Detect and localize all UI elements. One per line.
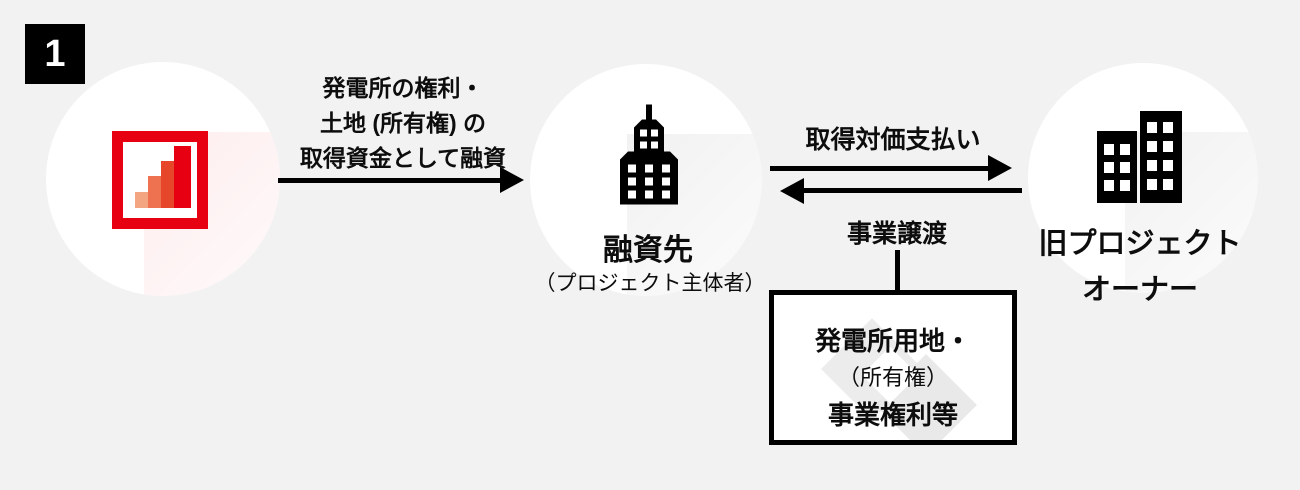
logo-bar-4: [174, 146, 191, 208]
loan-label-line2: 土地 (所有権) の: [319, 110, 487, 136]
step-number: 1: [44, 32, 66, 75]
step-number-badge: 1: [25, 24, 85, 84]
loan-label-line1: 発電所の権利・: [322, 75, 484, 101]
borrower-subtitle: （プロジェクト主体者）: [534, 272, 766, 295]
payment-arrow-line: [770, 166, 990, 171]
transfer-to-box-connector: [895, 250, 900, 292]
loan-arrow-line: [278, 178, 502, 183]
loan-arrow-label: 発電所の権利・ 土地 (所有権) の 取得資金として融資: [283, 71, 523, 176]
bar-chart-logo-inner: [123, 142, 197, 218]
loan-label-line3: 取得資金として融資: [299, 145, 507, 171]
old-owner-title-line2: オーナー: [1081, 274, 1198, 306]
borrower-title: 融資先: [603, 234, 693, 267]
asset-box-line2: （所有権）: [837, 365, 948, 390]
twin-buildings-icon: [1097, 111, 1182, 203]
old-owner-title: 旧プロジェクト オーナー: [1015, 221, 1265, 313]
loan-arrowhead-icon: [500, 167, 524, 193]
asset-box-line1: 発電所用地・: [814, 326, 971, 356]
office-tower-icon: [620, 104, 678, 205]
transfer-arrowhead-icon: [780, 178, 804, 204]
old-owner-title-line1: 旧プロジェクト: [1038, 228, 1242, 260]
payment-arrowhead-icon: [988, 155, 1012, 181]
asset-box-line3: 事業権利等: [827, 400, 958, 430]
transfer-arrow-label: 事業譲渡: [846, 220, 947, 248]
transfer-arrow-line: [802, 188, 1022, 193]
payment-arrow-label: 取得対価支払い: [805, 126, 981, 154]
bar-chart-logo-icon: [112, 131, 208, 229]
lender-circle: [46, 62, 280, 296]
asset-box: 発電所用地・ （所有権） 事業権利等: [769, 290, 1017, 445]
